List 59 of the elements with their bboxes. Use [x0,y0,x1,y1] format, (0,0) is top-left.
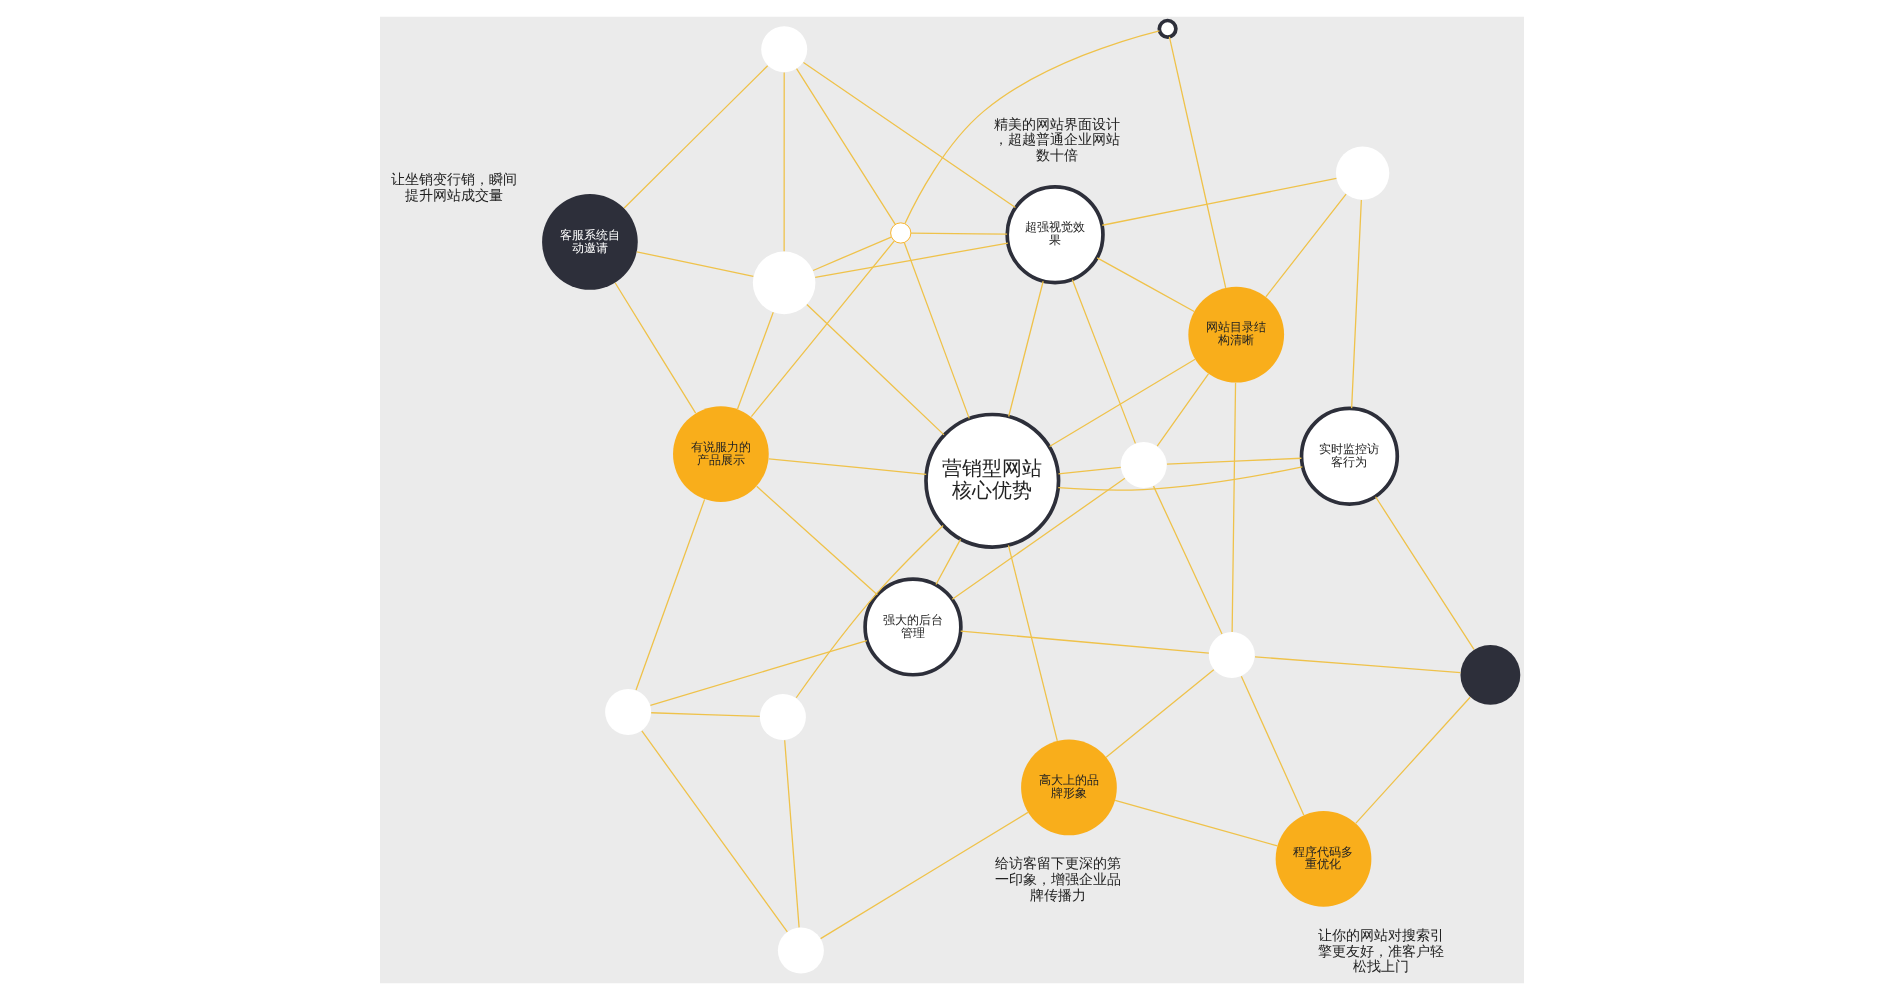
connector [1006,544,1057,742]
connector [649,712,760,717]
connector [767,458,926,475]
connector [1056,466,1121,475]
connector [934,538,961,586]
connector [794,524,943,699]
connector [783,739,799,928]
connector [1264,193,1346,298]
node-circle [760,26,807,73]
connector [1167,36,1226,289]
connector [1239,675,1304,816]
node-circle [1156,18,1177,39]
connector [782,71,784,252]
connector [1350,199,1361,409]
connector [794,68,895,225]
connector [902,242,969,419]
connector [613,282,696,414]
connector [1354,696,1470,825]
connector [813,242,1008,278]
connector [1373,496,1474,650]
connector [1165,457,1302,465]
connector [1151,485,1222,635]
connector [909,232,1007,235]
connector [648,640,867,706]
node-circle [758,694,805,741]
node-circle [1207,632,1254,679]
node-circle [1459,645,1520,705]
connector [801,61,1016,209]
connector [635,251,753,278]
connector [1104,669,1214,758]
node-circle [1334,146,1389,200]
connector [903,30,1160,225]
connector [640,730,787,933]
connector [1070,279,1136,445]
connector [1047,358,1195,448]
connector [1007,280,1043,418]
connector [1230,382,1236,633]
connector [735,311,773,410]
node-circle [751,251,815,315]
connector [1253,656,1461,674]
connector [1113,799,1278,847]
connector [1095,257,1194,313]
connector [634,498,705,691]
node-circle [776,927,823,974]
connector [959,630,1209,654]
node-circle [604,689,651,736]
connector [1056,466,1302,491]
node-circle [889,222,911,244]
connector [1100,177,1337,226]
connector [811,236,891,272]
connector [950,477,1125,600]
connector [1155,373,1209,447]
connector [749,240,894,418]
connector [755,485,877,596]
connector [819,811,1028,940]
connector [805,303,944,436]
node-circle [1119,442,1166,489]
connector [622,65,768,209]
node-circle: 营销型网站 核心优势 [923,412,1060,549]
